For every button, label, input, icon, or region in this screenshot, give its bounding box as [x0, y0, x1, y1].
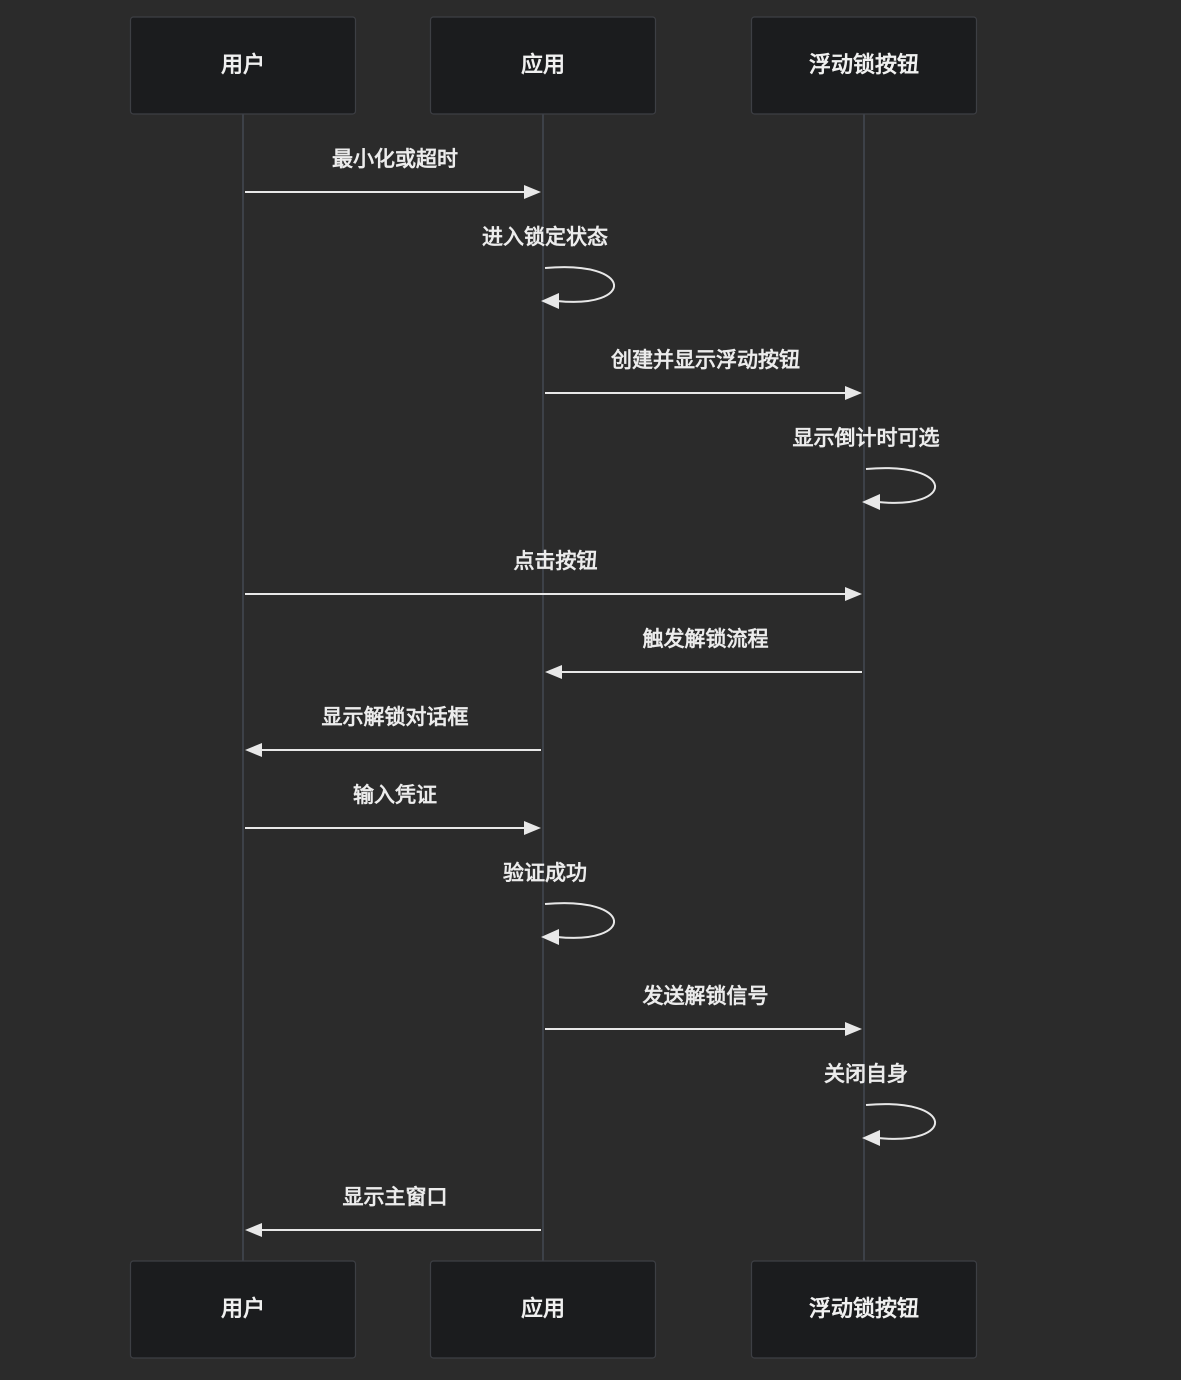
messages: 最小化或超时进入锁定状态创建并显示浮动按钮显示倒计时可选点击按钮触发解锁流程显示… [245, 147, 940, 1237]
message-label: 点击按钮 [514, 549, 598, 573]
message-9: 验证成功 [503, 861, 616, 945]
actor-user-top: 用户 [129, 16, 357, 115]
message-label: 输入凭证 [353, 783, 437, 807]
actor-label: 应用 [521, 1296, 565, 1322]
message-2: 进入锁定状态 [482, 225, 616, 309]
actor-box [429, 1260, 657, 1359]
arrowhead [524, 185, 541, 199]
arrowhead [245, 743, 262, 757]
lifelines [242, 114, 865, 1261]
actor-box [429, 16, 657, 115]
actor-label: 应用 [521, 52, 565, 78]
actor-label: 用户 [221, 1296, 265, 1322]
message-label: 关闭自身 [824, 1062, 908, 1086]
actor-button-top: 浮动锁按钮 [750, 16, 978, 115]
actor-box [750, 1260, 978, 1359]
message-5: 点击按钮 [245, 549, 862, 601]
actor-label: 用户 [221, 52, 265, 78]
message-label: 创建并显示浮动按钮 [610, 348, 800, 372]
message-6: 触发解锁流程 [545, 627, 862, 679]
message-label: 最小化或超时 [332, 147, 458, 171]
message-12: 显示主窗口 [245, 1185, 541, 1237]
self-loop-line [544, 266, 616, 303]
arrowhead [845, 1022, 862, 1036]
arrowhead [245, 1223, 262, 1237]
actor-box [129, 16, 357, 115]
arrowhead [862, 494, 880, 510]
message-7: 显示解锁对话框 [245, 705, 541, 757]
arrowhead [862, 1130, 880, 1146]
arrowhead [541, 293, 559, 309]
actor-box [129, 1260, 357, 1359]
message-3: 创建并显示浮动按钮 [545, 348, 862, 400]
message-11: 关闭自身 [824, 1062, 937, 1146]
actor-app-bottom: 应用 [429, 1260, 657, 1359]
message-10: 发送解锁信号 [545, 984, 862, 1036]
actor-label: 浮动锁按钮 [809, 1296, 919, 1322]
self-loop-line [865, 467, 937, 504]
message-label: 显示倒计时可选 [793, 426, 940, 450]
arrowhead [845, 386, 862, 400]
message-label: 发送解锁信号 [642, 984, 769, 1008]
actor-app-top: 应用 [429, 16, 657, 115]
message-label: 验证成功 [503, 861, 587, 885]
actor-box [750, 16, 978, 115]
self-loop-line [865, 1103, 937, 1140]
self-loop-line [544, 902, 616, 939]
arrowhead [545, 665, 562, 679]
message-1: 最小化或超时 [245, 147, 541, 199]
message-label: 显示主窗口 [343, 1185, 448, 1209]
message-label: 进入锁定状态 [482, 225, 608, 249]
message-4: 显示倒计时可选 [793, 426, 940, 510]
message-label: 显示解锁对话框 [322, 705, 469, 729]
arrowhead [845, 587, 862, 601]
message-label: 触发解锁流程 [643, 627, 769, 651]
actor-label: 浮动锁按钮 [809, 52, 919, 78]
actor-user-bottom: 用户 [129, 1260, 357, 1359]
actor-button-bottom: 浮动锁按钮 [750, 1260, 978, 1359]
message-8: 输入凭证 [245, 783, 541, 835]
arrowhead [541, 929, 559, 945]
arrowhead [524, 821, 541, 835]
